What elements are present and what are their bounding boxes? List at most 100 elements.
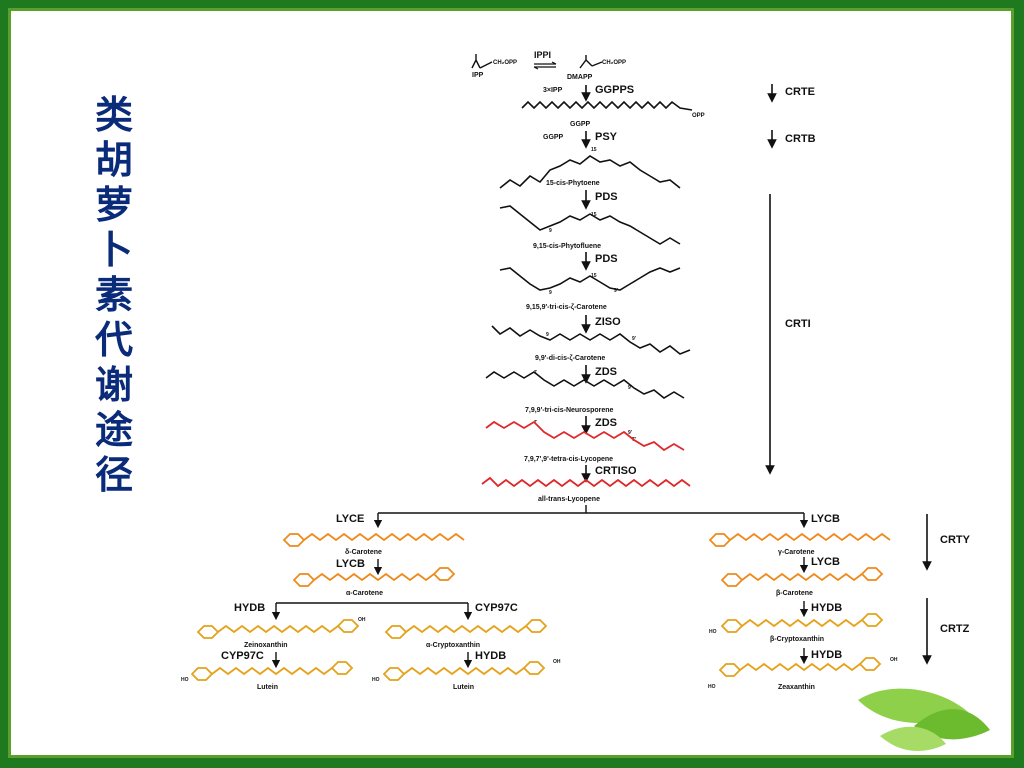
position-mark-9: 9: [549, 228, 552, 234]
position-mark-9-c: 9: [546, 332, 549, 338]
all-trans-lycopene-structure: [481, 476, 691, 488]
phytoene-label: 15-cis-Phytoene: [546, 180, 600, 187]
title-char: 胡: [94, 137, 133, 182]
enzyme-lyce: LYCE: [336, 513, 364, 525]
tetracis-lycopene-structure: [485, 420, 685, 452]
dmapp-group-label: CH₂OPP: [602, 60, 626, 66]
zeinoxanthin-label: Zeinoxanthin: [244, 642, 288, 649]
enzyme-zds-2: ZDS: [595, 417, 617, 429]
enzyme-lycb-left: LYCB: [336, 558, 365, 570]
ho-label-zeaxanthin: HO: [708, 684, 716, 690]
step-ggpps: 3×IPP GGPPS OPP GGPP: [521, 84, 705, 128]
title-char: 素: [94, 272, 133, 317]
phytoene-structure: [499, 155, 681, 189]
enzyme-hydb-right-1: HYDB: [811, 602, 842, 614]
alpha-cryptoxanthin-structure: [384, 619, 548, 639]
beta-cryptoxanthin-label: β-Cryptoxanthin: [770, 636, 824, 643]
gene-crti: CRTI: [785, 318, 811, 330]
zeaxanthin-label: Zeaxanthin: [778, 684, 815, 691]
beta-carotene-label: β-Carotene: [776, 590, 813, 597]
branch-connector: [373, 505, 809, 529]
lutein-right-structure: [382, 661, 546, 681]
phytofluene-structure: [499, 205, 681, 245]
enzyme-psy: PSY: [595, 131, 618, 143]
gene-crty: CRTY: [940, 534, 971, 546]
ippi-enzyme-label: IPPI: [534, 50, 551, 60]
zeta-carotene-tricis-label: 9,15,9'-tri-cis-ζ-Carotene: [526, 304, 607, 311]
zeta-carotene-tricis-structure: [499, 267, 681, 291]
oh-label-zeaxanthin: OH: [890, 657, 898, 663]
position-mark-9prime: 9': [614, 288, 618, 294]
substrate-ggpp-label: GGPP: [543, 134, 564, 141]
position-mark-9prime-b: 9': [632, 336, 636, 342]
title-char: 类: [94, 92, 133, 137]
title-char: 代: [94, 317, 133, 362]
lutein-left-structure: [190, 661, 354, 681]
ipp-group-label: CH₂OPP: [493, 60, 517, 66]
ho-label-lutein-right: HO: [372, 677, 380, 683]
gene-crtb: CRTB: [785, 133, 816, 145]
delta-carotene-structure: [282, 532, 465, 547]
step-pds-1: PDS 15 9 9,15-cis-Phytofluene: [499, 190, 681, 250]
position-mark-15: 15: [591, 147, 597, 153]
enzyme-hydb-left: HYDB: [234, 602, 265, 614]
gene-column: CRTE CRTB CRTI CRTY CRTZ: [765, 84, 971, 665]
enzyme-lycb-right-2: LYCB: [811, 556, 840, 568]
enzyme-cyp97c-right: CYP97C: [475, 602, 518, 614]
zeta-carotene-dicis-label: 9,9'-di-cis-ζ-Carotene: [535, 355, 605, 362]
title-char: 径: [94, 452, 133, 497]
ggpp-opp-label: OPP: [692, 113, 705, 119]
phytofluene-label: 9,15-cis-Phytofluene: [533, 243, 601, 250]
ipp-label: IPP: [472, 72, 484, 79]
enzyme-ziso: ZISO: [595, 316, 621, 328]
step-psy: GGPP PSY 15 15-cis-Phytoene: [499, 131, 681, 189]
step-zds-1: ZDS 7 9' 7,9,9'-tri-cis-Neurosporene: [485, 365, 685, 414]
enzyme-hydb-right: HYDB: [475, 650, 506, 662]
title-char: 谢: [94, 362, 133, 407]
title-char: 途: [94, 407, 133, 452]
step-zds-2: ZDS 7 9' 7' 7,9,7',9'-tetra-cis-Lycopene: [485, 416, 685, 463]
enzyme-hydb-right-2: HYDB: [811, 649, 842, 661]
ggpp-label: GGPP: [570, 121, 591, 128]
beta-cryptoxanthin-structure: [720, 613, 884, 633]
oh-label-zeinoxanthin: OH: [358, 617, 366, 623]
ggpp-structure: [521, 100, 693, 111]
dmapp-label: DMAPP: [567, 74, 593, 81]
position-mark-15-c: 15: [591, 273, 597, 279]
enzyme-pds-1: PDS: [595, 191, 618, 203]
delta-carotene-label: δ-Carotene: [345, 549, 382, 556]
precursor-row: CH₂OPP IPP IPPI CH₂OPP DMAPP: [471, 50, 626, 81]
position-mark-9prime-d: 9': [628, 430, 632, 436]
gamma-carotene-structure: [708, 532, 891, 547]
enzyme-pds-2: PDS: [595, 253, 618, 265]
zeaxanthin-structure: [718, 657, 882, 677]
step-ziso: ZISO 9 9' 9,9'-di-cis-ζ-Carotene: [491, 315, 691, 362]
neurosporene-label: 7,9,9'-tri-cis-Neurosporene: [525, 407, 614, 414]
position-mark-9prime-c: 9': [628, 385, 632, 391]
position-mark-9-b: 9: [549, 290, 552, 296]
zeinoxanthin-structure: [196, 619, 360, 639]
step-pds-2: PDS 15 9 9' 9,15,9'-tri-cis-ζ-Carotene: [499, 252, 681, 311]
enzyme-ggpps: GGPPS: [595, 84, 634, 96]
enzyme-cyp97c-left: CYP97C: [221, 650, 264, 662]
title-char: 卜: [94, 227, 133, 272]
branch-right: LYCB γ-Carotene LYCB β-Carotene HYDB HO …: [708, 513, 898, 691]
enzyme-lycb-right: LYCB: [811, 513, 840, 525]
leaf-decoration: [858, 688, 990, 751]
substrate-3ipp-label: 3×IPP: [543, 87, 563, 94]
gene-crte: CRTE: [785, 86, 815, 98]
lutein-left-label: Lutein: [257, 684, 278, 691]
title-char: 萝: [94, 182, 133, 227]
tetracis-lycopene-label: 7,9,7',9'-tetra-cis-Lycopene: [524, 456, 613, 463]
gene-crtz: CRTZ: [940, 623, 970, 635]
lutein-right-label: Lutein: [453, 684, 474, 691]
enzyme-zds-1: ZDS: [595, 366, 617, 378]
alpha-carotene-structure: [292, 567, 456, 587]
step-crtiso: CRTISO all-trans-Lycopene: [481, 465, 691, 503]
ho-label-lutein-left: HO: [181, 677, 189, 683]
all-trans-lycopene-label: all-trans-Lycopene: [538, 496, 600, 503]
alpha-carotene-label: α-Carotene: [346, 590, 383, 597]
gamma-carotene-label: γ-Carotene: [778, 549, 815, 556]
